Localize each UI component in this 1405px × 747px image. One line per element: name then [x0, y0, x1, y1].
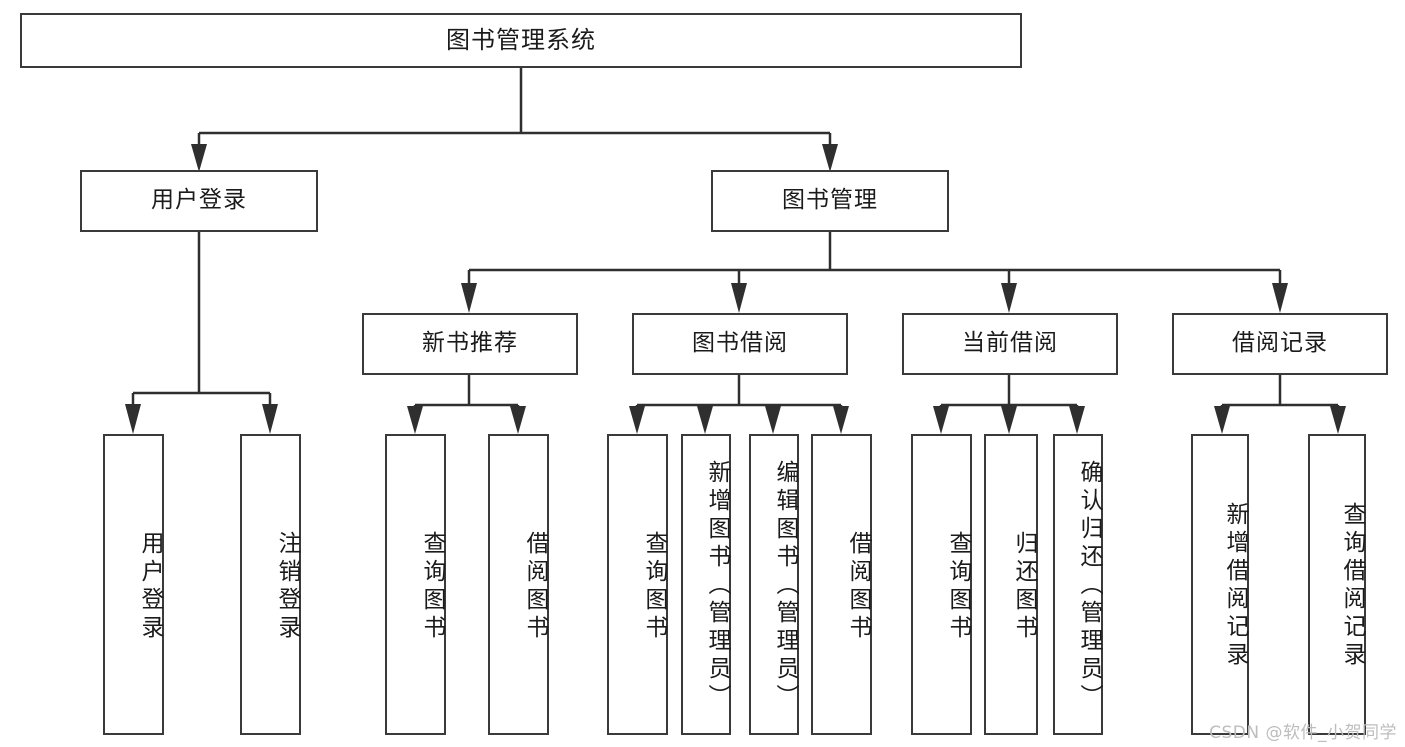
node-label: 编辑图书（管理员）: [772, 459, 798, 712]
leaf-add-borrow-record[interactable]: 新增借阅记录: [1191, 434, 1249, 735]
node-user-login[interactable]: 用户登录: [80, 170, 318, 232]
leaf-add-book-admin[interactable]: 新增图书（管理员）: [681, 434, 731, 735]
leaf-confirm-return-admin[interactable]: 确认归还（管理员）: [1053, 434, 1103, 735]
node-label: 图书借阅: [692, 330, 788, 357]
node-book-borrow[interactable]: 图书借阅: [632, 313, 848, 375]
node-label: 借阅图书: [522, 530, 548, 643]
node-label: 查询图书: [419, 530, 445, 643]
leaf-return-book[interactable]: 归还图书: [984, 434, 1038, 735]
leaf-logout-login[interactable]: 注销登录: [240, 434, 301, 735]
leaf-edit-book-admin[interactable]: 编辑图书（管理员）: [749, 434, 799, 735]
node-label: 用户登录: [151, 187, 247, 214]
node-label: 借阅图书: [845, 530, 871, 643]
node-label: 注销登录: [274, 530, 300, 643]
node-label: 查询借阅记录: [1339, 501, 1365, 670]
node-label: 查询图书: [945, 530, 971, 643]
node-label: 当前借阅: [962, 330, 1058, 357]
node-borrow-record[interactable]: 借阅记录: [1172, 313, 1388, 375]
node-label: 借阅记录: [1232, 330, 1328, 357]
node-current-borrow[interactable]: 当前借阅: [902, 313, 1118, 375]
leaf-query-borrow-record[interactable]: 查询借阅记录: [1308, 434, 1366, 735]
node-label: 新书推荐: [422, 330, 518, 357]
node-label: 确认归还（管理员）: [1076, 459, 1102, 712]
leaf-query-book-borrow[interactable]: 查询图书: [607, 434, 668, 735]
node-label: 新增图书（管理员）: [704, 459, 730, 712]
node-label: 图书管理: [782, 187, 878, 214]
node-label: 图书管理系统: [446, 26, 596, 55]
leaf-borrow-book-recommend[interactable]: 借阅图书: [488, 434, 549, 735]
watermark: CSDN @软件_小贺同学: [1209, 723, 1397, 743]
node-label: 新增借阅记录: [1222, 501, 1248, 670]
leaf-query-book-current[interactable]: 查询图书: [911, 434, 972, 735]
node-root-book-management-system[interactable]: 图书管理系统: [20, 13, 1022, 68]
leaf-query-book-recommend[interactable]: 查询图书: [385, 434, 446, 735]
leaf-user-login[interactable]: 用户登录: [103, 434, 164, 735]
node-label: 用户登录: [137, 530, 163, 643]
node-label: 查询图书: [641, 530, 667, 643]
node-book-management[interactable]: 图书管理: [711, 170, 949, 232]
node-label: 归还图书: [1011, 530, 1037, 643]
leaf-borrow-book[interactable]: 借阅图书: [811, 434, 872, 735]
node-new-book-recommend[interactable]: 新书推荐: [362, 313, 578, 375]
